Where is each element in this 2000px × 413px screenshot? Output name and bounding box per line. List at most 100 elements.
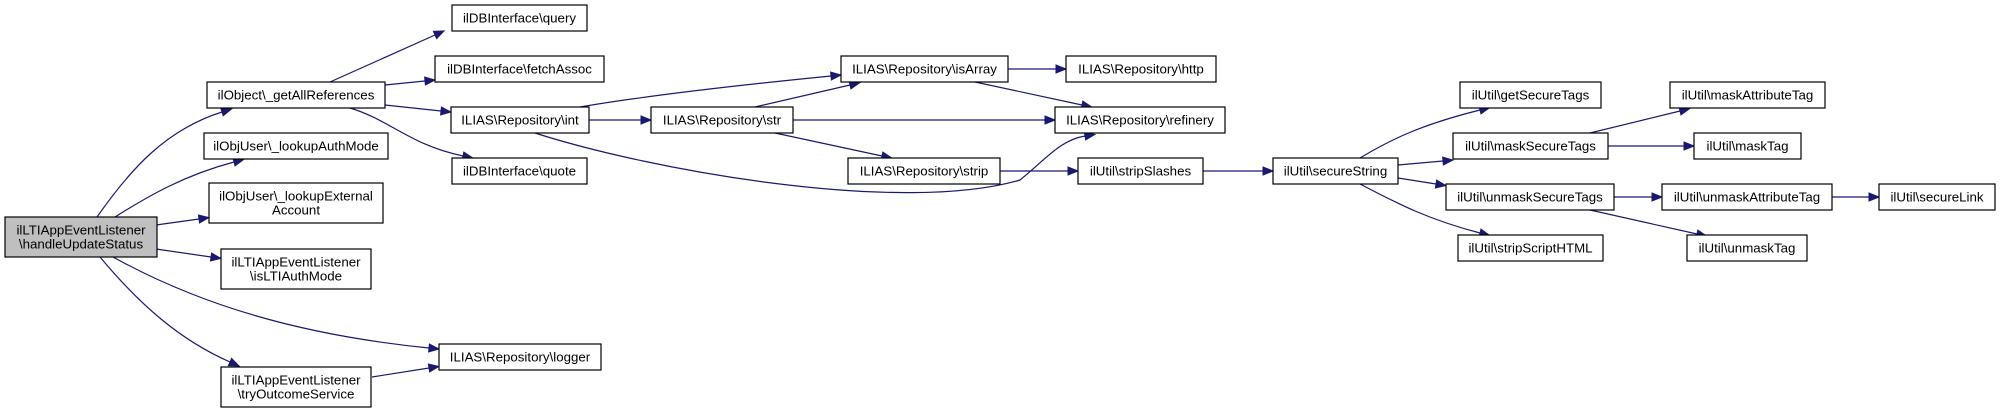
node-box[interactable] [434,55,605,83]
node-box[interactable] [1686,234,1808,262]
node-box[interactable] [220,366,372,408]
node-str[interactable]: ILIAS\Repository\str [650,106,794,134]
node-label: ilDBInterface\query [463,11,576,26]
arrowhead-icon [439,106,453,116]
edge-maskSecureTags-to-maskTag [1608,141,1696,151]
node-stripScriptHTML[interactable]: ilUtil\stripScriptHTML [1457,234,1604,262]
node-box[interactable] [220,248,372,290]
node-box[interactable] [1077,157,1204,185]
arrowhead-icon [1683,141,1696,151]
node-label: ilLTIAppEventListener [231,255,361,270]
node-getAllReferences[interactable]: ilObject\_getAllReferences [206,81,386,109]
node-label: ilUtil\stripSlashes [1090,164,1192,179]
arrowhead-icon [197,214,211,224]
node-maskSecureTags[interactable]: ilUtil\maskSecureTags [1452,132,1609,160]
edge-line [114,161,235,218]
node-label: ilDBInterface\quote [463,164,576,179]
node-box[interactable] [1272,157,1399,185]
node-box[interactable] [4,216,158,258]
node-unmaskTag[interactable]: ilUtil\unmaskTag [1686,234,1808,262]
edge-line [1359,183,1481,234]
node-stripSlashes[interactable]: ilUtil\stripSlashes [1077,157,1204,185]
node-label: ilLTIAppEventListener [16,223,146,238]
node-int[interactable]: ILIAS\Repository\int [450,106,590,134]
node-unmaskSecureTags[interactable]: ilUtil\unmaskSecureTags [1445,183,1615,211]
node-query[interactable]: ilDBInterface\query [451,4,588,32]
node-box[interactable] [451,4,588,32]
node-box[interactable] [1459,81,1602,109]
node-secureString[interactable]: ilUtil\secureString [1272,157,1399,185]
node-box[interactable] [1669,81,1826,109]
edge-unmaskSecureTags-to-unmaskTag [1589,209,1709,239]
nodes-layer: ilLTIAppEventListener\handleUpdateStatus… [4,4,1996,408]
node-box[interactable] [840,55,1009,83]
node-label: ilUtil\unmaskTag [1699,241,1796,256]
edge-getAllReferences-to-int [384,104,453,116]
node-box[interactable] [451,157,588,185]
node-strip[interactable]: ILIAS\Repository\strip [847,157,1001,185]
node-handleUpdateStatus[interactable]: ilLTIAppEventListener\handleUpdateStatus [4,216,158,258]
node-box[interactable] [1054,106,1226,134]
edge-line [96,111,223,218]
node-box[interactable] [1457,234,1604,262]
arrowhead-icon [640,115,653,125]
arrowhead-icon [1651,192,1664,202]
edge-isArray-to-refinery [974,81,1094,110]
node-label: ILIAS\Repository\int [461,113,579,128]
node-box[interactable] [203,132,389,160]
node-box[interactable] [650,106,794,134]
edge-line [155,248,212,258]
node-tryOutcomeService[interactable]: ilLTIAppEventListener\tryOutcomeService [220,366,372,408]
edge-secureString-to-unmaskSecureTags [1397,177,1448,189]
node-box[interactable] [1452,132,1609,160]
edge-getAllReferences-to-query [329,30,446,83]
node-label: ilObjUser\_lookupExternal [219,189,373,204]
edge-getAllReferences-to-fetchAssoc [384,76,437,86]
node-label: Account [272,203,320,218]
edge-unmaskAttributeTag-to-secureLink [1832,192,1881,202]
node-label: ILIAS\Repository\strip [860,164,989,179]
node-label: ilDBInterface\fetchAssoc [447,62,592,77]
node-box[interactable] [438,343,602,371]
arrowhead-icon [1055,64,1068,74]
arrowhead-icon [428,343,441,353]
edge-strip-to-stripSlashes [1000,166,1080,176]
edge-line [371,367,430,378]
node-box[interactable] [206,81,386,109]
node-box[interactable] [450,106,590,134]
node-fetchAssoc[interactable]: ilDBInterface\fetchAssoc [434,55,605,83]
node-secureLink[interactable]: ilUtil\secureLink [1878,183,1996,211]
node-label: ilUtil\secureLink [1890,190,1983,205]
node-label: ILIAS\Repository\str [663,113,782,128]
edge-str-to-isArray [754,80,862,108]
node-label: ILIAS\Repository\logger [450,350,591,365]
node-maskAttributeTag[interactable]: ilUtil\maskAttributeTag [1669,81,1826,109]
node-box[interactable] [1693,132,1802,160]
node-logger[interactable]: ILIAS\Repository\logger [438,343,602,371]
node-box[interactable] [1661,183,1833,211]
node-http[interactable]: ILIAS\Repository\http [1065,55,1217,83]
node-lookupAuthMode[interactable]: ilObjUser\_lookupAuthMode [203,132,389,160]
arrowhead-icon [424,76,437,86]
node-isLTIAuthMode[interactable]: ilLTIAppEventListener\isLTIAuthMode [220,248,372,290]
arrowhead-icon [1044,115,1057,125]
arrowhead-icon [227,357,241,367]
node-maskTag[interactable]: ilUtil\maskTag [1693,132,1802,160]
edge-handleUpdateStatus-to-lookupExternalAccount [155,214,211,226]
node-getSecureTags[interactable]: ilUtil\getSecureTags [1459,81,1602,109]
node-unmaskAttributeTag[interactable]: ilUtil\unmaskAttributeTag [1661,183,1833,211]
edge-line [384,80,426,86]
node-box[interactable] [847,157,1001,185]
node-isArray[interactable]: ILIAS\Repository\isArray [840,55,1009,83]
node-box[interactable] [208,182,384,224]
node-box[interactable] [1065,55,1217,83]
node-box[interactable] [1445,183,1615,211]
node-label: ilUtil\maskTag [1706,139,1788,154]
edge-line [1397,160,1444,166]
node-refinery[interactable]: ILIAS\Repository\refinery [1054,106,1226,134]
node-label: ilObjUser\_lookupAuthMode [213,139,379,154]
node-quote[interactable]: ilDBInterface\quote [451,157,588,185]
edge-line [774,132,883,157]
node-box[interactable] [1878,183,1996,211]
